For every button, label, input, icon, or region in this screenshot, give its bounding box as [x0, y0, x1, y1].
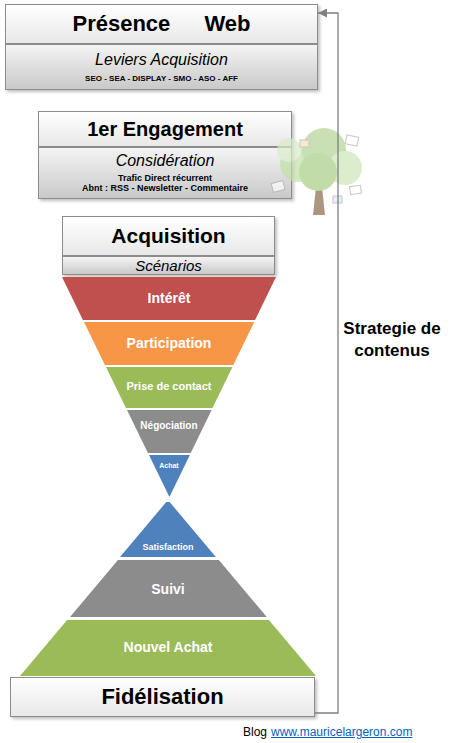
- funnel-band: Intérêt: [62, 277, 276, 320]
- tree-paper: [349, 185, 361, 194]
- funnel-band: Nouvel Achat: [20, 620, 316, 676]
- connector-label: Strategie de contenus: [340, 318, 444, 362]
- credit-line: Blog www.mauricelargeron.com: [243, 725, 416, 739]
- tree-branches: [300, 150, 338, 182]
- band-fill: [106, 367, 232, 408]
- node-text: Acquisition: [111, 224, 225, 248]
- tree-paper: [345, 135, 359, 146]
- funnel-band: Prise de contact: [106, 367, 232, 408]
- band-fill: [149, 455, 190, 497]
- level-heading-box: Fidélisation: [10, 677, 315, 717]
- band-text: Négociation: [127, 420, 212, 432]
- band-fill: [127, 410, 212, 453]
- band-text: Nouvel Achat: [20, 639, 316, 655]
- band-shape: [127, 410, 212, 453]
- connector-layer: [315, 13, 338, 713]
- node-text: 1er Engagement: [87, 118, 243, 141]
- node-text: Considération: [116, 152, 215, 170]
- tree-trunk: [313, 178, 325, 215]
- funnel-band: Achat: [149, 455, 190, 497]
- band-text: Participation: [84, 335, 254, 351]
- band-fill: [20, 620, 316, 676]
- band-fill: [84, 322, 254, 365]
- level-detail-box: Scénarios: [62, 256, 275, 275]
- level-detail-box: Leviers AcquisitionSEO - SEA - DISPLAY -…: [5, 44, 318, 90]
- credit-text: www.mauricelargeron.com: [271, 725, 412, 739]
- band-fill: [120, 502, 216, 557]
- tree-paper: [333, 196, 342, 203]
- node-text: Trafic Direct récurrent: [118, 173, 212, 183]
- node-text: Présence Web: [72, 11, 250, 36]
- node-text: Leviers Acquisition: [95, 51, 228, 69]
- band-fill: [70, 560, 267, 617]
- tree-foliage: [302, 128, 346, 172]
- credit-text: Blog: [243, 725, 267, 739]
- funnel-band: Satisfaction: [120, 502, 216, 557]
- band-text: Intérêt: [62, 290, 276, 306]
- level-detail-box: ConsidérationTrafic Direct récurrentAbnt…: [38, 147, 292, 199]
- tree-foliage: [299, 153, 337, 191]
- band-text: Achat: [149, 462, 190, 470]
- band-text: Prise de contact: [106, 380, 232, 393]
- funnel-band: Participation: [84, 322, 254, 365]
- band-fill: [62, 277, 276, 320]
- bracket-connector: [315, 13, 338, 713]
- band-text: Satisfaction: [120, 542, 216, 552]
- band-text: Suivi: [70, 581, 267, 597]
- node-text: Scénarios: [135, 257, 202, 274]
- funnel-band: Suivi: [70, 560, 267, 617]
- tree-paper: [300, 140, 309, 147]
- tree-foliage: [328, 151, 362, 185]
- node-text: Fidélisation: [101, 684, 223, 709]
- level-heading-box: 1er Engagement: [38, 111, 292, 147]
- level-heading-box: Acquisition: [62, 216, 275, 256]
- level-heading-box: Présence Web: [5, 4, 318, 44]
- node-text: SEO - SEA - DISPLAY - SMO - ASO - AFF: [85, 74, 238, 83]
- funnel-band: Négociation: [127, 410, 212, 453]
- band-shape: [149, 455, 190, 497]
- node-text: Abnt : RSS - Newsletter - Commentaire: [82, 183, 248, 193]
